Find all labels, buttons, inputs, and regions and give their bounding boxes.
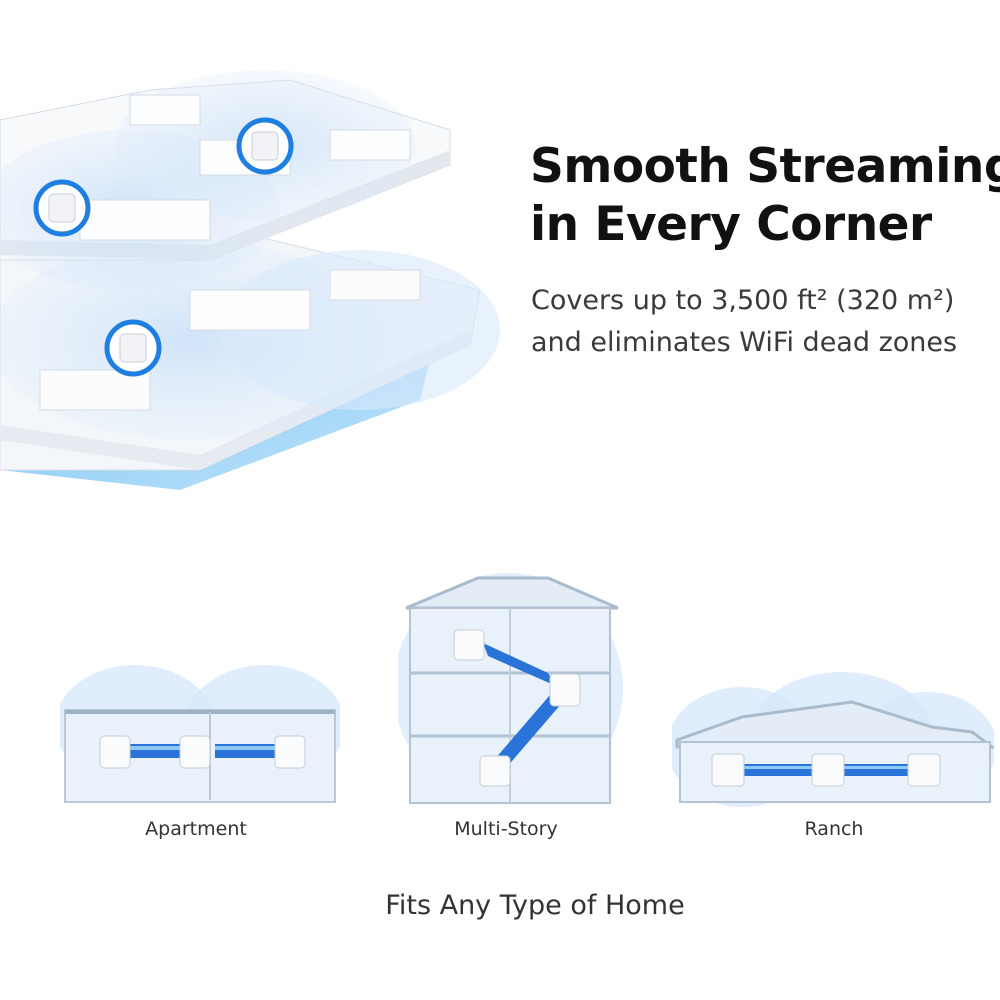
home-type-label: Multi-Story [454, 818, 558, 840]
title-line-1: Smooth Streaming [530, 139, 1000, 194]
subtitle-line-2: and eliminates WiFi dead zones [531, 327, 958, 358]
mesh-unit-icon [104, 319, 162, 377]
multi-story-mesh-illustration [398, 568, 623, 808]
mesh-unit-icon [33, 179, 91, 237]
footer-caption: Fits Any Type of Home [385, 890, 685, 921]
page-title: Smooth Streaming in Every Corner [530, 138, 1000, 254]
mesh-unit-icon [236, 117, 294, 175]
coverage-subtitle: Covers up to 3,500 ft² (320 m²) and elim… [531, 280, 991, 364]
home-type-label: Ranch [804, 818, 864, 840]
ranch-mesh-illustration [672, 672, 994, 807]
floorplan-illustration [0, 0, 520, 560]
home-type-label: Apartment [145, 818, 247, 840]
apartment-mesh-illustration [60, 660, 340, 810]
title-line-2: in Every Corner [530, 197, 932, 252]
subtitle-line-1: Covers up to 3,500 ft² (320 m²) [531, 285, 955, 316]
